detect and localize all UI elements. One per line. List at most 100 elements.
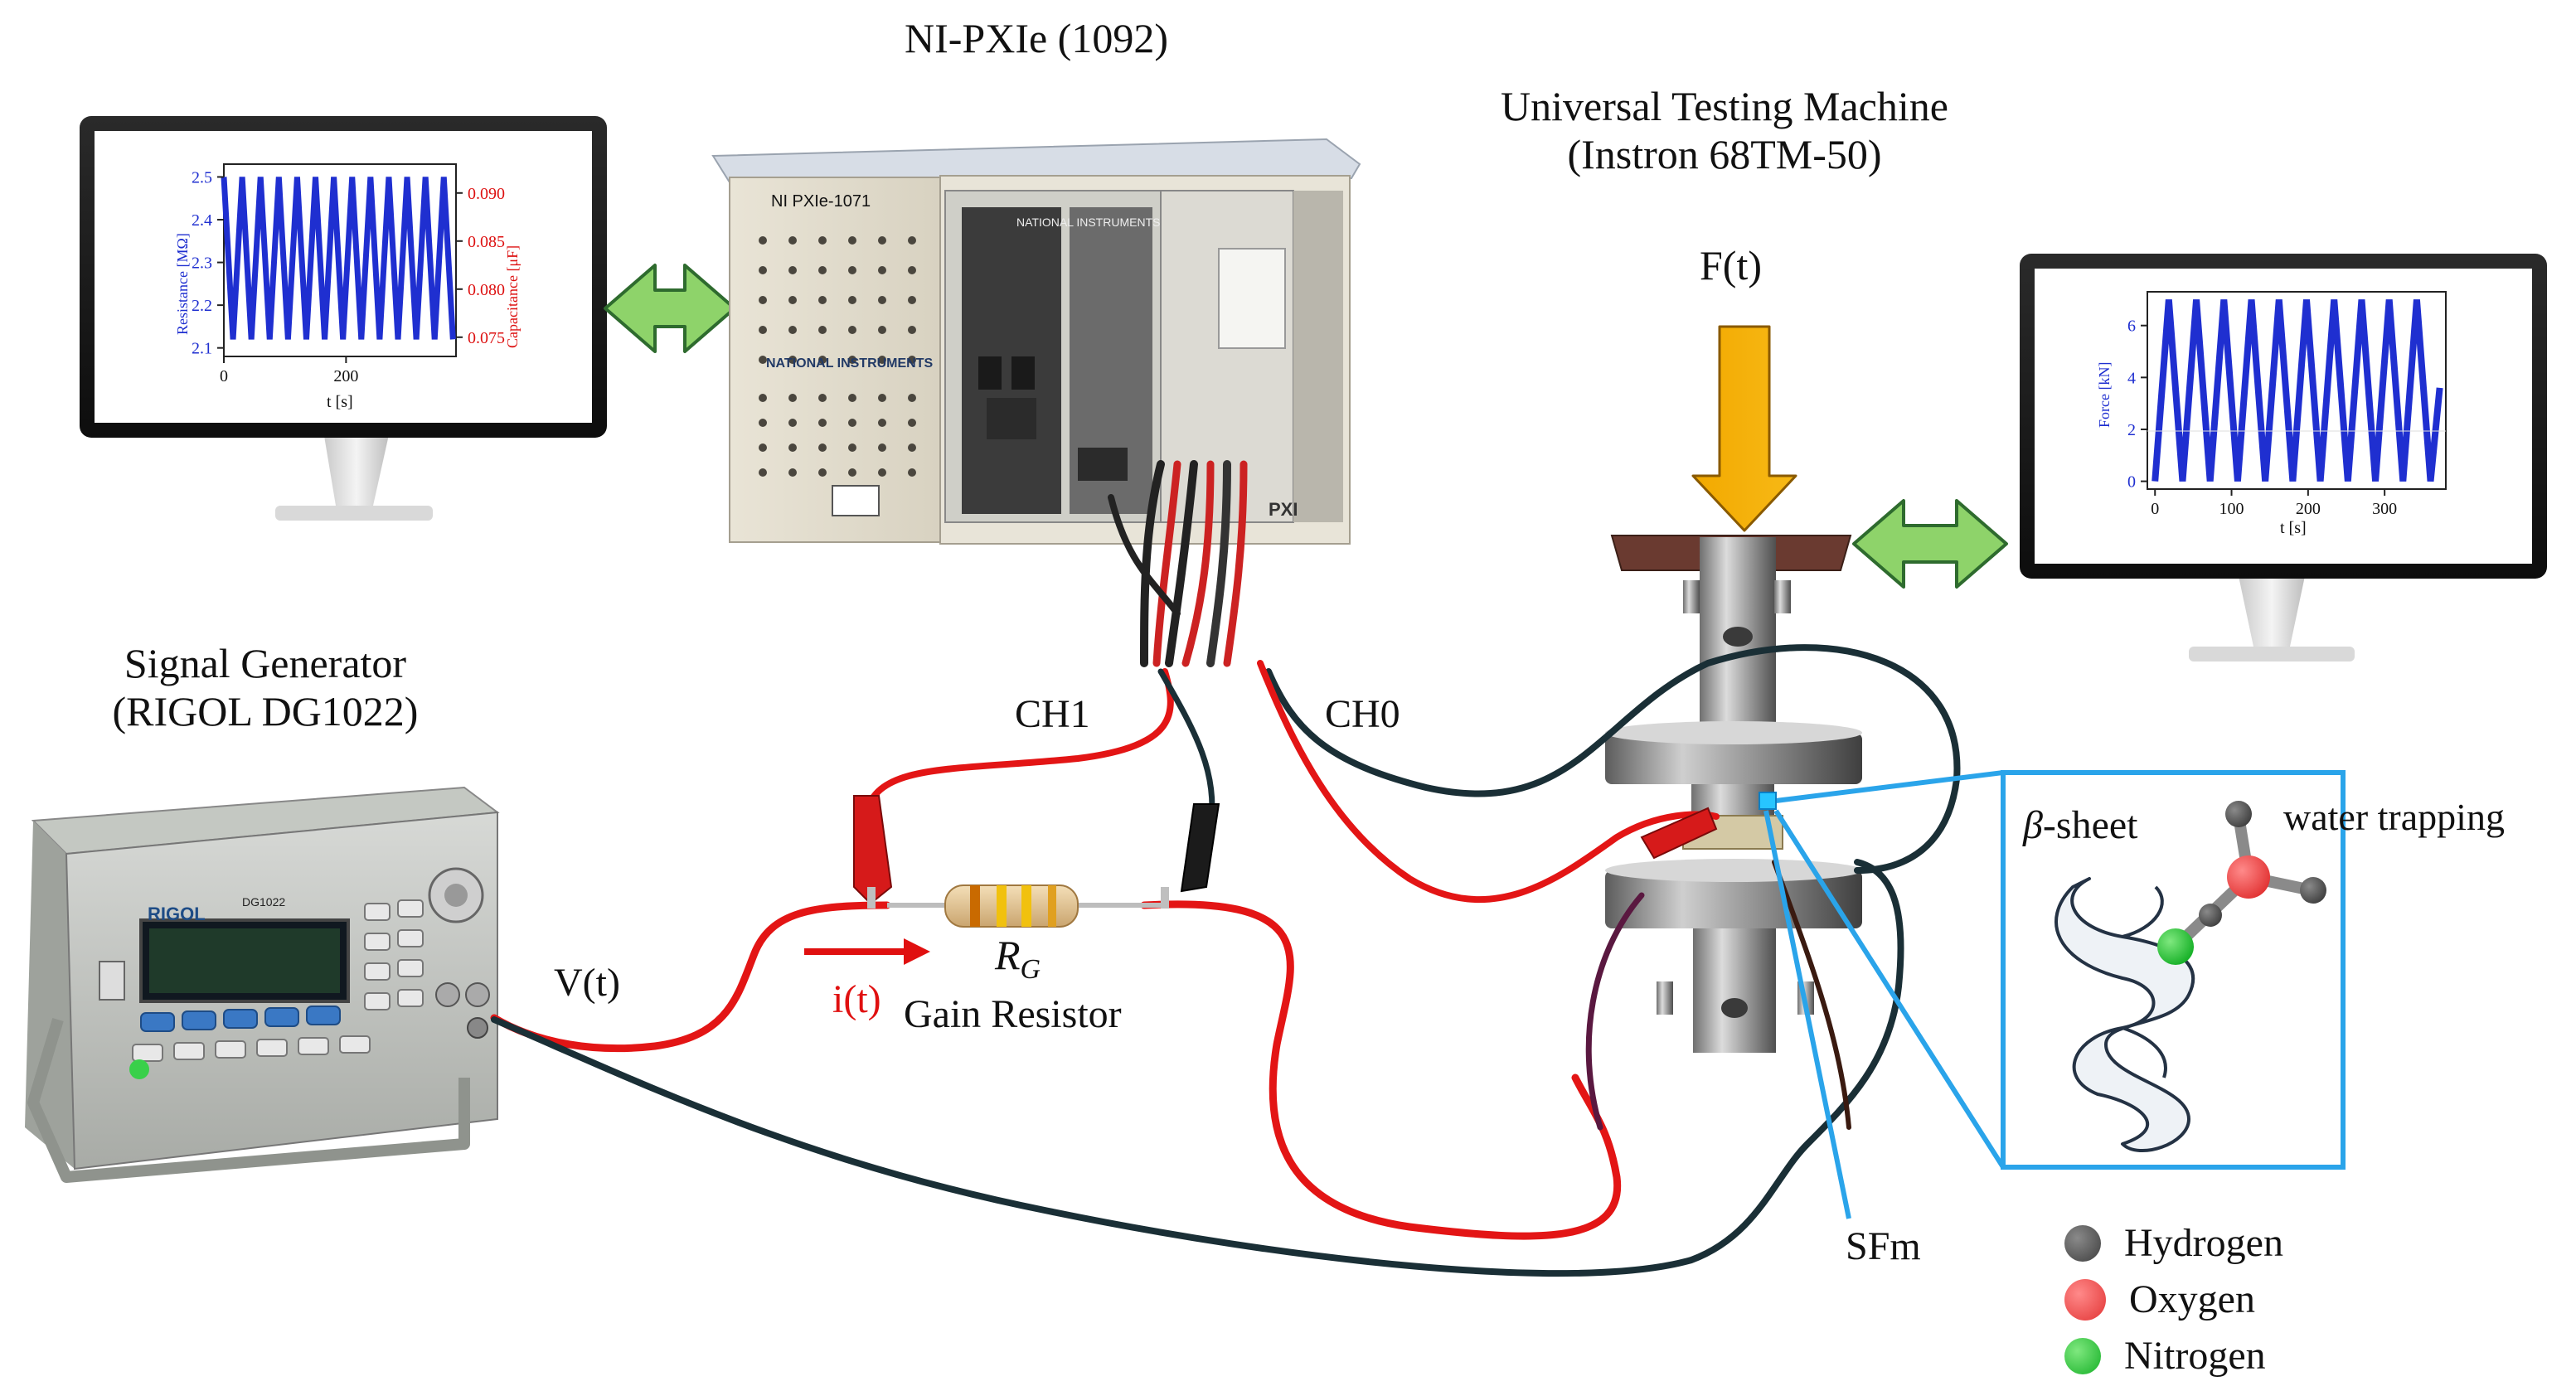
vent-hole [788,356,797,364]
rg-label: RG [995,932,1041,986]
vent-hole [788,394,797,402]
hydrogen-atom [2225,801,2252,827]
hydrogen-legend-dot [2064,1224,2101,1262]
vent-hole [788,468,797,477]
force-ytick-label: 0 [2127,473,2136,492]
vent-hole [759,326,767,334]
oxygen-atom [2227,855,2270,899]
ground-cable [491,859,1904,1277]
vt-label: V(t) [554,961,620,1005]
legend-hydrogen-label: Hydrogen [2124,1221,2283,1265]
vent-hole [818,443,827,452]
left-double-arrow [604,264,736,353]
left-ytick-label: 2.5 [192,168,212,187]
red-loop-cable [1140,900,1622,1240]
specimen-marker [1759,792,1777,810]
left-chart-ylabel: Resistance [MΩ] [174,233,191,335]
power-led [129,1059,149,1079]
rg-subscript: G [1020,954,1041,985]
vent-hole [908,419,916,427]
right-ytick-label: 0.080 [468,281,505,299]
ni-brand-mid: NATIONAL INSTRUMENTS [766,356,934,371]
left-chart-xlabel: t [s] [327,393,353,411]
vent-hole [908,266,916,274]
vent-hole [848,236,856,245]
uts-title-line2: (Instron 68TM-50) [1567,130,1882,177]
hydrogen-atom [2199,904,2222,927]
rigol-brand-text: RIGOL [148,904,206,924]
vent-hole [908,296,916,304]
chassis-vent-holes [759,236,916,477]
legend-oxygen: Oxygen [2064,1277,2255,1322]
vent-hole [878,419,886,427]
zoom-lines [1763,770,2006,1219]
right-double-arrow [1852,499,2008,589]
purple-lead [1585,892,1645,1131]
vent-hole [759,419,767,427]
sfm-label: SFm [1846,1224,1921,1268]
vent-hole [759,266,767,274]
force-arrow [1691,325,1797,532]
left-ytick-label: 2.2 [192,297,212,315]
force-xtick-label: 300 [2372,500,2397,518]
right-ytick-label: 0.085 [468,233,505,251]
vent-hole [818,266,827,274]
oxygen-legend-dot [2064,1278,2106,1321]
vent-hole [788,326,797,334]
vent-hole [878,236,886,245]
vent-hole [759,443,767,452]
vent-hole [788,236,797,245]
red-clip-utm [1640,807,1718,860]
vent-hole [848,394,856,402]
current-arrow [804,938,930,965]
nitrogen-atom [2157,928,2194,965]
vent-hole [818,419,827,427]
pxi-text: PXI [1269,499,1298,520]
chart-plot-area [223,163,457,357]
force-ytick-label: 2 [2127,421,2136,439]
beta-sheet-label: β-sheet [2023,802,2138,848]
ch0-label: CH0 [1325,692,1400,736]
vent-hole [759,236,767,245]
ni-pxie-chassis [711,138,1361,545]
siggen-title-line1: Signal Generator [124,640,407,686]
ch0-red-cable [1257,660,1720,904]
red-clip-left [853,795,893,909]
resistance-series [221,177,456,340]
vent-hole [848,443,856,452]
vent-hole [759,394,767,402]
chassis-model-text: NI PXIe-1071 [771,192,871,211]
legend-nitrogen-label: Nitrogen [2124,1334,2266,1378]
ch1-label: CH1 [1015,692,1090,736]
siggen-title: Signal Generator (RIGOL DG1022) [50,640,481,735]
black-clip-right [1161,803,1220,909]
ch0-cable [1265,644,1961,874]
rigol-signal-generator [25,786,500,1183]
vent-hole [818,468,827,477]
legend-oxygen-label: Oxygen [2129,1277,2255,1321]
left-ytick-label: 2.1 [192,340,212,358]
vent-hole [788,419,797,427]
water-trapping-label: water trapping [2283,796,2505,838]
vent-hole [878,266,886,274]
vent-hole [818,394,827,402]
vent-hole [878,356,886,364]
chassis-cable-bundle [1108,460,1248,667]
force-series [2152,299,2443,482]
vent-hole [848,326,856,334]
vent-hole [908,236,916,245]
force-xtick-label: 0 [2151,500,2159,518]
vent-hole [848,468,856,477]
gain-resistor [887,884,1161,928]
vent-hole [908,394,916,402]
vent-hole [788,266,797,274]
rigol-model-text: DG1022 [242,895,286,909]
vent-hole [908,443,916,452]
vent-hole [878,443,886,452]
vent-hole [848,356,856,364]
